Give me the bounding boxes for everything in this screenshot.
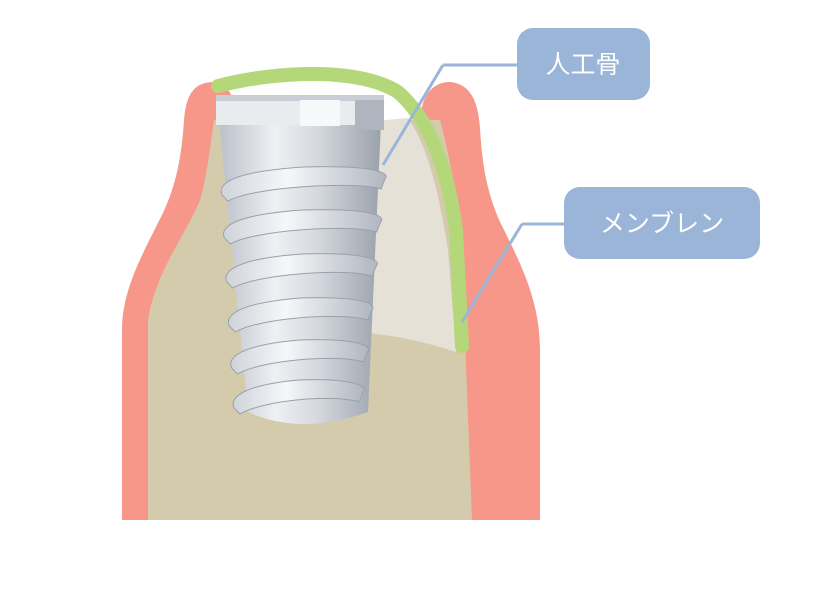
membrane-label: メンブレン [600,209,724,238]
implant-thread [232,379,365,415]
membrane-leader-line [460,223,524,323]
membrane [211,67,469,353]
artificial-bone-leader-line [381,64,445,166]
membrane-callout: メンブレン [564,187,760,259]
implant-thread [220,166,387,202]
implant-thread [223,209,383,245]
artificial-bone-callout: 人工骨 [517,28,650,100]
implant [216,95,387,424]
implant-thread [230,339,370,375]
artificial-bone-label: 人工骨 [545,50,620,79]
implant-thread [225,253,378,289]
implant-thread [227,297,374,333]
